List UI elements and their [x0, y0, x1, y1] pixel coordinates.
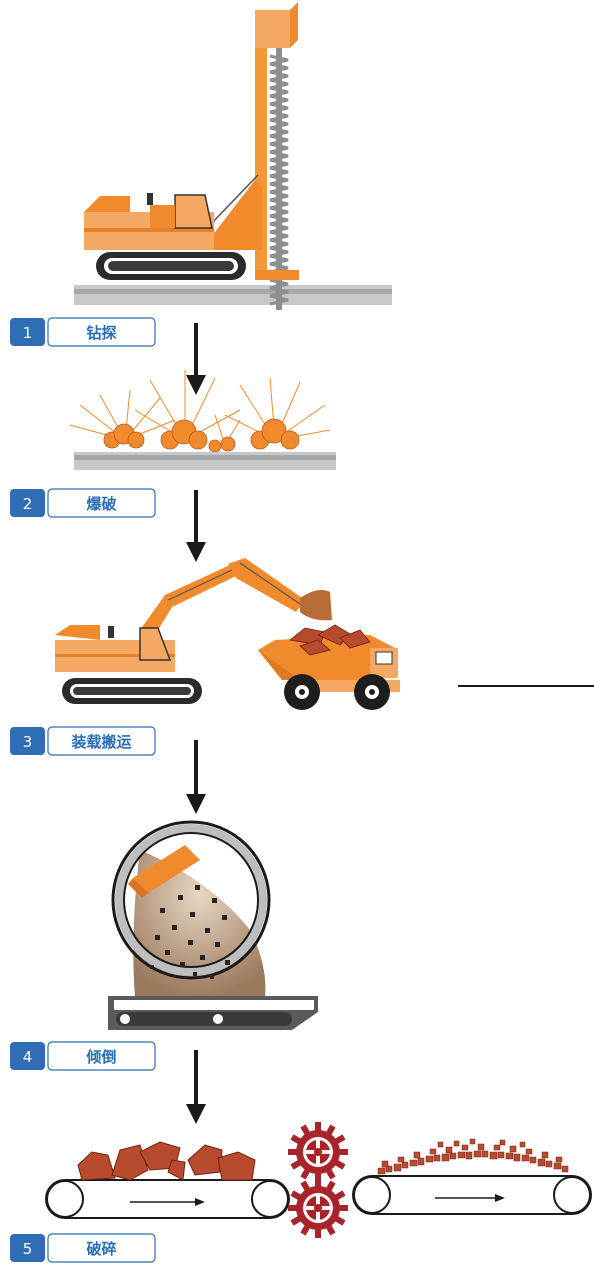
step-label: 钻探	[86, 324, 116, 342]
ground-strip	[74, 285, 392, 305]
step-badge	[10, 1234, 45, 1262]
step-badge	[10, 727, 45, 755]
step-label-box	[47, 1233, 156, 1263]
tipping-drum-illustration	[108, 820, 318, 1030]
step-label-box	[47, 726, 156, 756]
excavator-truck-illustration	[55, 558, 400, 710]
step-number: 2	[23, 495, 33, 513]
step-5: 5 破碎	[10, 1233, 156, 1263]
step-1: 1 钻探	[10, 317, 156, 347]
step-3: 3 装载搬运	[10, 726, 156, 756]
arrow-down	[186, 490, 206, 562]
crushing-illustration	[45, 1122, 592, 1238]
large-rocks	[77, 1141, 256, 1181]
step-4: 4 倾倒	[10, 1041, 156, 1071]
step-number: 4	[23, 1048, 33, 1066]
arrow-down	[186, 323, 206, 395]
conveyor-belt-right	[352, 1175, 592, 1215]
step-number: 3	[23, 733, 33, 751]
step-label-box	[47, 488, 156, 518]
arrow-down	[186, 1050, 206, 1124]
step-label: 装载搬运	[70, 733, 131, 751]
blasting-illustration	[69, 370, 336, 470]
step-number: 1	[23, 324, 33, 342]
conveyor-belt-left	[45, 1179, 290, 1219]
step-badge	[10, 1042, 45, 1070]
drilling-rig-illustration	[74, 2, 392, 310]
step-label-box	[47, 317, 156, 347]
crusher-gear-icon	[288, 1178, 348, 1238]
step-badge	[10, 489, 45, 517]
step-label: 倾倒	[85, 1048, 116, 1066]
step-label: 破碎	[86, 1240, 116, 1258]
crusher-gear-icon	[288, 1122, 348, 1182]
step-label-box	[47, 1041, 156, 1071]
arrow-down	[186, 740, 206, 814]
crushed-rocks	[377, 1138, 569, 1175]
step-label: 爆破	[86, 495, 116, 513]
step-2: 2 爆破	[10, 488, 156, 518]
auger-drill	[269, 48, 289, 310]
step-number: 5	[23, 1240, 33, 1258]
step-badge	[10, 318, 45, 346]
